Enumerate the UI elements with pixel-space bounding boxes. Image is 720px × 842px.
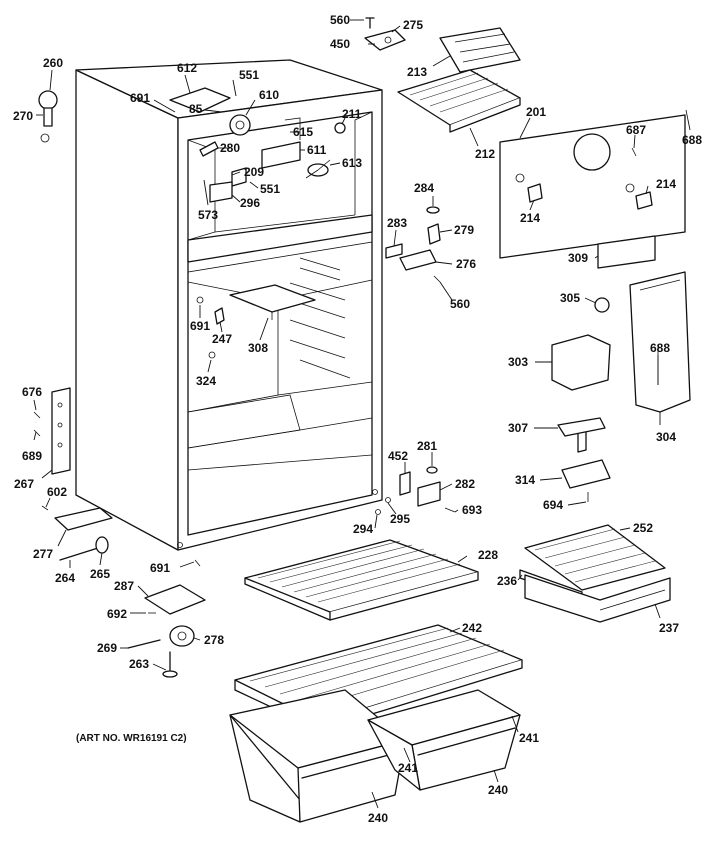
callout-281: 281 <box>417 439 437 453</box>
callout-551b: 551 <box>260 182 280 196</box>
callout-269: 269 <box>97 641 117 655</box>
callout-237: 237 <box>659 621 679 635</box>
callout-691: 691 <box>130 91 150 105</box>
art-number-note: (ART NO. WR16191 C2) <box>76 733 187 744</box>
callout-201: 201 <box>526 105 546 119</box>
callout-287: 287 <box>114 579 134 593</box>
callout-304: 304 <box>656 430 676 444</box>
callout-307: 307 <box>508 421 528 435</box>
callout-613: 613 <box>342 156 362 170</box>
top-right-parts <box>364 17 689 283</box>
callout-303: 303 <box>508 355 528 369</box>
lower-left-parts <box>33 90 206 678</box>
callout-692: 692 <box>107 607 127 621</box>
callout-450: 450 <box>330 37 350 51</box>
callout-242: 242 <box>462 621 482 635</box>
callout-85: 85 <box>189 102 203 116</box>
freezer-components <box>169 87 346 203</box>
leader-lines <box>33 19 691 809</box>
callout-452: 452 <box>388 449 408 463</box>
callout-693: 693 <box>462 503 482 517</box>
callout-676: 676 <box>22 385 42 399</box>
callout-213: 213 <box>407 65 427 79</box>
callout-573: 573 <box>198 208 218 222</box>
callout-241a: 241 <box>519 731 539 745</box>
callout-276: 276 <box>456 257 476 271</box>
callout-314: 314 <box>515 473 535 487</box>
callout-602: 602 <box>47 485 67 499</box>
callout-279: 279 <box>454 223 474 237</box>
callout-282: 282 <box>455 477 475 491</box>
callout-615: 615 <box>293 125 313 139</box>
callout-280: 280 <box>220 141 240 155</box>
callout-241b: 241 <box>398 761 418 775</box>
callout-296: 296 <box>240 196 260 210</box>
crisper-pan-left <box>229 689 406 823</box>
callout-689: 689 <box>22 449 42 463</box>
callout-236: 236 <box>497 574 517 588</box>
callout-295: 295 <box>390 512 410 526</box>
callout-309: 309 <box>568 251 588 265</box>
callout-688: 688 <box>682 133 702 147</box>
duct-parts <box>551 271 691 502</box>
callout-labels: 560 275 450 213 260 270 612 551 691 85 6… <box>13 13 702 825</box>
callout-263: 263 <box>129 657 149 671</box>
fresh-food-components <box>196 284 316 359</box>
callout-209: 209 <box>244 165 264 179</box>
callout-277: 277 <box>33 547 53 561</box>
callout-694: 694 <box>543 498 563 512</box>
callout-278: 278 <box>204 633 224 647</box>
callout-611: 611 <box>307 143 327 157</box>
shelf-252 <box>519 524 671 623</box>
callout-294: 294 <box>353 522 373 536</box>
callout-240b: 240 <box>488 783 508 797</box>
callout-214b: 214 <box>656 177 676 191</box>
callout-688b: 688 <box>650 341 670 355</box>
callout-228: 228 <box>478 548 498 562</box>
callout-560b: 560 <box>450 297 470 311</box>
callout-687: 687 <box>626 123 646 137</box>
callout-252: 252 <box>633 521 653 535</box>
callout-283: 283 <box>387 216 407 230</box>
door-hardware <box>375 466 456 515</box>
callout-240a: 240 <box>368 811 388 825</box>
callout-284: 284 <box>414 181 434 195</box>
callout-691c: 691 <box>150 561 170 575</box>
callout-214a: 214 <box>520 211 540 225</box>
callout-612: 612 <box>177 61 197 75</box>
callout-560: 560 <box>330 13 350 27</box>
shelf-228 <box>244 539 479 621</box>
crisper-pan-right <box>367 689 521 791</box>
callout-264: 264 <box>55 571 75 585</box>
callout-610: 610 <box>259 88 279 102</box>
callout-212: 212 <box>475 147 495 161</box>
callout-211: 211 <box>342 107 362 121</box>
callout-260: 260 <box>43 56 63 70</box>
callout-305: 305 <box>560 291 580 305</box>
callout-324: 324 <box>196 374 216 388</box>
refrigerator-cabinet <box>51 59 383 551</box>
callout-308: 308 <box>248 341 268 355</box>
callout-551: 551 <box>239 68 259 82</box>
callout-265: 265 <box>90 567 110 581</box>
callout-275: 275 <box>403 18 423 32</box>
callout-247: 247 <box>212 332 232 346</box>
callout-267: 267 <box>14 477 34 491</box>
callout-270: 270 <box>13 109 33 123</box>
callout-691b: 691 <box>190 319 210 333</box>
